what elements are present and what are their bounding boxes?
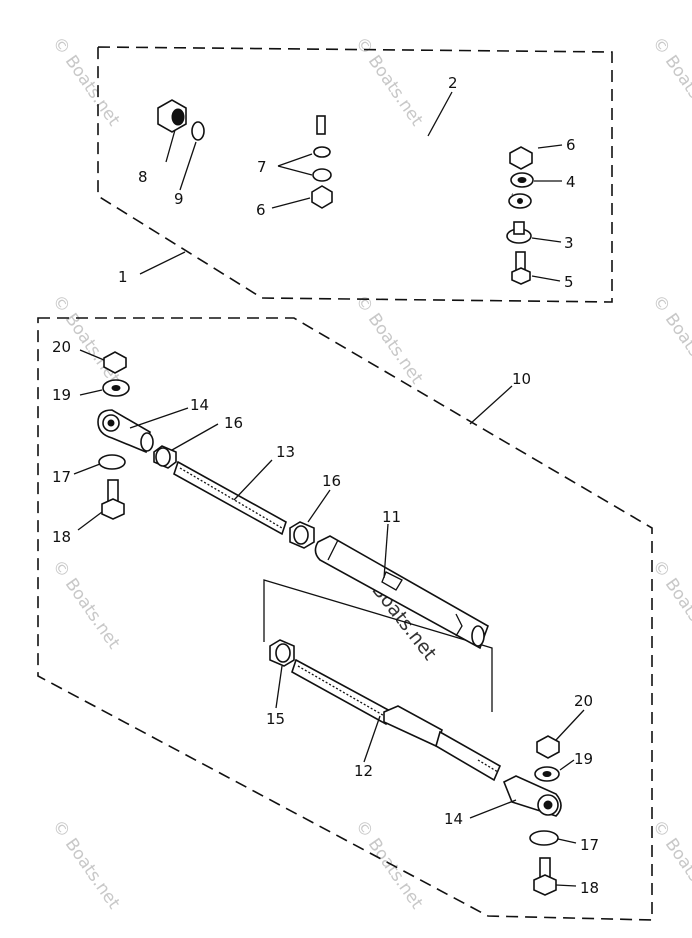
callout-6: 6 bbox=[256, 201, 266, 219]
callout-7: 7 bbox=[257, 158, 267, 176]
part-6-nut bbox=[311, 185, 333, 209]
callout-20: 20 bbox=[574, 692, 593, 710]
callout-18: 18 bbox=[52, 528, 71, 546]
part-15-nut bbox=[269, 639, 295, 667]
part-14-rod-end bbox=[502, 775, 562, 817]
callout-16: 16 bbox=[322, 472, 341, 490]
callout-17: 17 bbox=[580, 836, 599, 854]
callout-8: 8 bbox=[138, 168, 148, 186]
callout-10: 10 bbox=[512, 370, 531, 388]
part-20-nut bbox=[536, 735, 560, 759]
callout-19: 19 bbox=[574, 750, 593, 768]
part-19-washer bbox=[534, 766, 560, 782]
top-leader-lines bbox=[139, 91, 563, 282]
callout-14: 14 bbox=[190, 396, 209, 414]
callout-1: 1 bbox=[118, 268, 128, 286]
part-12-rod-and-tube bbox=[291, 658, 502, 782]
assembly-11-bracket bbox=[263, 579, 493, 712]
assembly-10-outline bbox=[37, 317, 653, 921]
part-7-washer bbox=[313, 146, 331, 158]
callout-3: 3 bbox=[564, 234, 574, 252]
callout-labels: 1 2 3 4 5 6 6 7 8 9 10 11 12 13 14 14 15… bbox=[52, 74, 599, 897]
callout-2: 2 bbox=[448, 74, 458, 92]
callout-16: 16 bbox=[224, 414, 243, 432]
callout-19: 19 bbox=[52, 386, 71, 404]
part-18-bolt bbox=[101, 479, 125, 520]
callout-13: 13 bbox=[276, 443, 295, 461]
part-11-tube bbox=[314, 535, 489, 650]
callout-15: 15 bbox=[266, 710, 285, 728]
part-19-washer bbox=[102, 379, 130, 397]
callout-9: 9 bbox=[174, 190, 184, 208]
part-16-nut bbox=[289, 521, 315, 549]
part-16-nut bbox=[153, 445, 177, 469]
part-18-bolt bbox=[533, 857, 557, 896]
callout-11: 11 bbox=[382, 508, 401, 526]
part-4-bushing bbox=[510, 172, 534, 188]
watermark: © Boats.net bbox=[48, 33, 124, 130]
part-7-washer bbox=[312, 168, 332, 182]
part-14-rod-end bbox=[97, 409, 154, 454]
part-17-washer bbox=[529, 830, 559, 846]
assembly-1-outline bbox=[97, 46, 613, 303]
callout-4: 4 bbox=[566, 173, 576, 191]
watermark: © Boats.net bbox=[48, 816, 124, 913]
callout-18: 18 bbox=[580, 879, 599, 897]
watermark: © Boats.net bbox=[351, 816, 427, 913]
bottom-leader-lines bbox=[73, 349, 585, 887]
part-5-bolt bbox=[511, 251, 531, 285]
watermark: © Boats.net bbox=[648, 33, 692, 130]
part-3-bushing bbox=[506, 221, 532, 244]
watermark: © Boats.net bbox=[648, 816, 692, 913]
watermarks: © Boats.net © Boats.net © Boats.net © Bo… bbox=[48, 33, 692, 913]
part-13-threaded-rod bbox=[173, 460, 287, 536]
part-17-washer bbox=[98, 454, 126, 470]
part-20-nut bbox=[103, 351, 127, 374]
callout-17: 17 bbox=[52, 468, 71, 486]
watermark: © Boats.net bbox=[648, 556, 692, 653]
part-9-o-ring bbox=[191, 121, 205, 141]
part-8-nut bbox=[157, 99, 187, 133]
callout-20: 20 bbox=[52, 338, 71, 356]
watermark: © Boats.net bbox=[48, 556, 124, 653]
part-2-steering-rod bbox=[316, 87, 532, 209]
part-6-nut bbox=[509, 146, 533, 170]
callout-14: 14 bbox=[444, 810, 463, 828]
callout-5: 5 bbox=[564, 273, 574, 291]
watermark: © Boats.net bbox=[648, 291, 692, 388]
callout-6: 6 bbox=[566, 136, 576, 154]
callout-12: 12 bbox=[354, 762, 373, 780]
